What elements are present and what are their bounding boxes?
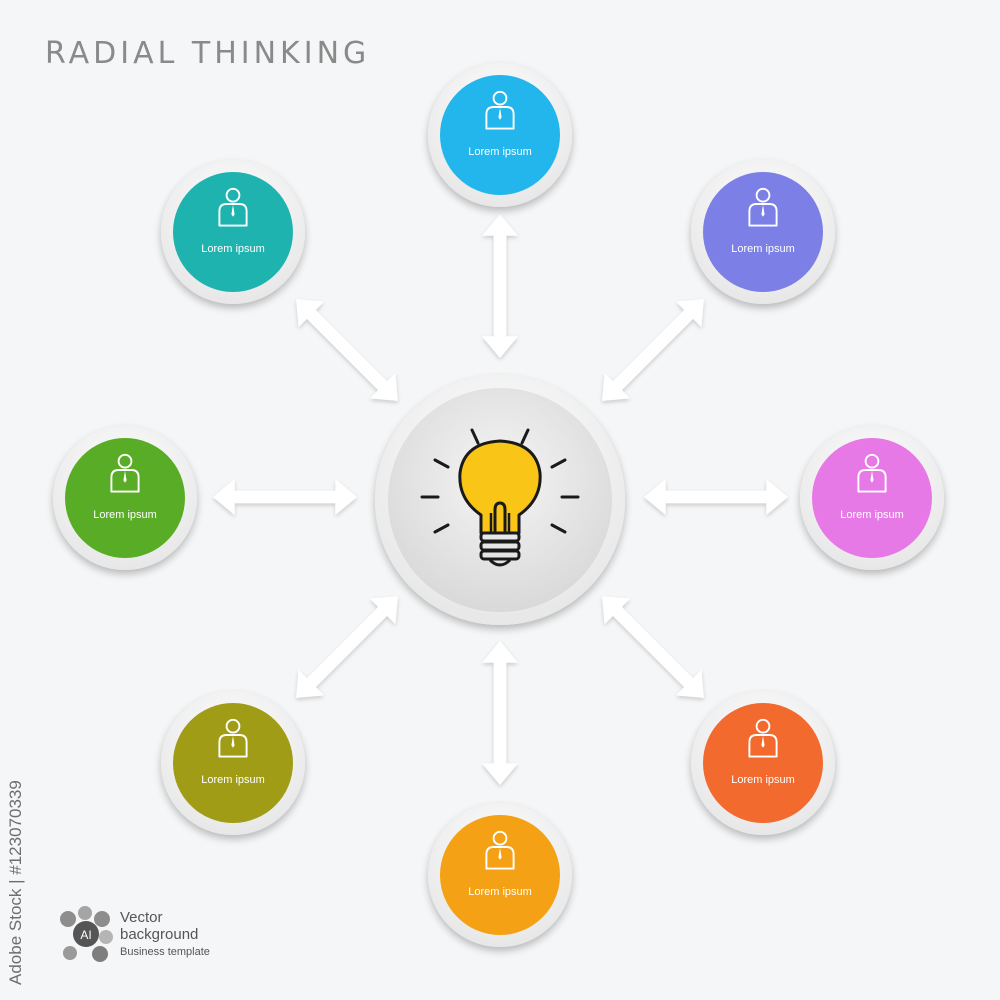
vector-badge: AI Vector background Business template	[58, 905, 258, 985]
arrow-right	[644, 479, 788, 515]
node-left: Lorem ipsum	[53, 426, 197, 570]
node-disc	[703, 703, 823, 823]
node-bottom-left: Lorem ipsum	[161, 691, 305, 835]
arrow-left	[213, 479, 357, 515]
arrow-top-right	[589, 286, 717, 414]
node-disc	[65, 438, 185, 558]
node-disc	[173, 703, 293, 823]
node-label: Lorem ipsum	[840, 509, 904, 521]
stock-id-label: Adobe Stock | #123070339	[6, 780, 25, 985]
vector-line3: Business template	[120, 946, 210, 958]
node-disc	[440, 815, 560, 935]
node-top: Lorem ipsum	[428, 63, 572, 207]
node-label: Lorem ipsum	[468, 146, 532, 158]
node-label: Lorem ipsum	[93, 509, 157, 521]
node-disc	[703, 172, 823, 292]
lightbulb-icon	[420, 428, 580, 567]
arrow-bottom-left	[283, 583, 411, 711]
ai-badge-text: AI	[80, 928, 91, 942]
node-bottom: Lorem ipsum	[428, 803, 572, 947]
arrow-bottom-right	[589, 583, 717, 711]
vector-line2: background	[120, 926, 199, 943]
node-label: Lorem ipsum	[201, 774, 265, 786]
vector-line1: Vector	[120, 909, 163, 926]
center-node	[375, 375, 625, 625]
arrow-bottom	[482, 641, 518, 785]
node-bottom-right: Lorem ipsum	[691, 691, 835, 835]
light-rays	[420, 428, 580, 534]
node-label: Lorem ipsum	[731, 774, 795, 786]
node-disc	[440, 75, 560, 195]
node-label: Lorem ipsum	[201, 243, 265, 255]
page-title: RADIAL THINKING	[45, 36, 371, 71]
arrow-top	[482, 214, 518, 358]
ai-vector-icon: AI	[60, 906, 113, 962]
node-top-left: Lorem ipsum	[161, 160, 305, 304]
node-top-right: Lorem ipsum	[691, 160, 835, 304]
arrow-top-left	[283, 286, 411, 414]
node-right: Lorem ipsum	[800, 426, 944, 570]
node-disc	[812, 438, 932, 558]
node-label: Lorem ipsum	[468, 886, 532, 898]
node-disc	[173, 172, 293, 292]
vector-text: Vector background Business template	[120, 909, 210, 961]
node-label: Lorem ipsum	[731, 243, 795, 255]
